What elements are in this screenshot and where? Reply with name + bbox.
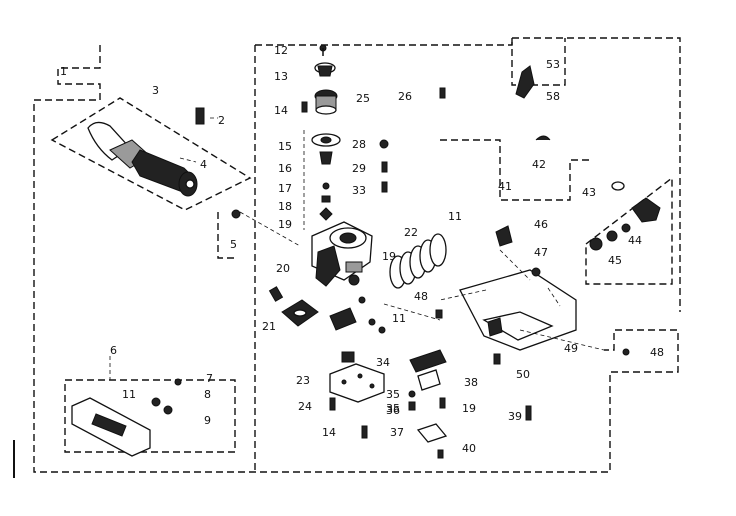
- callout-15: 15: [278, 140, 292, 153]
- callout-50: 50: [516, 368, 530, 381]
- callout-14-bottom: 14: [322, 426, 336, 439]
- callout-22: 22: [404, 226, 418, 239]
- gasket-plate-icon: [281, 299, 319, 327]
- ring-icon: [319, 182, 333, 221]
- callout-47: 47: [534, 246, 548, 259]
- callout-9: 9: [204, 414, 211, 427]
- nut-icon: [408, 390, 416, 411]
- callout-38: 38: [464, 376, 478, 389]
- screw-icon: [622, 348, 630, 356]
- valve-assembly-icon: [589, 197, 661, 251]
- callout-35-low: 35: [386, 402, 400, 415]
- callout-45: 45: [608, 254, 622, 267]
- callout-48-right: 48: [650, 346, 664, 359]
- pin-icon: [439, 397, 446, 409]
- callout-42: 42: [532, 158, 546, 171]
- callout-43: 43: [582, 186, 596, 199]
- callout-16: 16: [278, 162, 292, 175]
- clip-icon: [329, 296, 386, 334]
- screw-icon: [435, 309, 443, 319]
- nozzle-icon: [87, 121, 198, 197]
- callout-1: 1: [60, 65, 67, 78]
- callout-13: 13: [274, 70, 288, 83]
- callout-18: 18: [278, 200, 292, 213]
- callout-19-spring: 19: [382, 250, 396, 263]
- callout-29: 29: [352, 162, 366, 175]
- callout-53: 53: [546, 58, 560, 71]
- callout-33: 33: [352, 184, 366, 197]
- callout-20: 20: [276, 262, 290, 275]
- callout-28: 28: [352, 138, 366, 151]
- callout-35-mid: 35: [386, 388, 400, 401]
- callout-3: 3: [152, 84, 159, 97]
- lower-left-module-icon: [71, 378, 182, 457]
- callout-4: 4: [200, 158, 207, 171]
- callout-49: 49: [564, 342, 578, 355]
- callout-2: 2: [218, 114, 225, 127]
- frame-right-stage: [440, 139, 590, 201]
- valve-icon: [341, 351, 355, 363]
- block-icon: [329, 363, 385, 403]
- bushing-icon: [314, 89, 338, 115]
- base-chassis-icon: [459, 269, 577, 351]
- callout-19-left: 19: [278, 218, 292, 231]
- callout-5: 5: [230, 238, 237, 251]
- callout-41: 41: [498, 180, 512, 193]
- callout-12: 12: [274, 44, 288, 57]
- screw-icon: [319, 44, 327, 56]
- callout-8: 8: [204, 388, 211, 401]
- washer-icon: [231, 209, 241, 219]
- callout-19-lower: 19: [462, 402, 476, 415]
- frame-assembly-1: [33, 45, 679, 473]
- callout-21: 21: [262, 320, 276, 333]
- callout-11-right: 11: [448, 210, 462, 223]
- screw-icon: [493, 353, 501, 365]
- callout-34: 34: [376, 356, 390, 369]
- callout-46: 46: [534, 218, 548, 231]
- callout-26: 26: [398, 90, 412, 103]
- screw-icon: [329, 397, 336, 411]
- bearing-icon: [311, 133, 341, 147]
- screw-icon: [379, 87, 446, 193]
- callout-25: 25: [356, 92, 370, 105]
- callout-7: 7: [206, 372, 213, 385]
- bolt-icon: [268, 286, 284, 302]
- pin-icon: [525, 405, 532, 421]
- plate-icon: [416, 423, 448, 443]
- callout-17: 17: [278, 182, 292, 195]
- screw-icon: [437, 449, 444, 459]
- spring-icon: [319, 151, 333, 165]
- frame-nozzle-assembly: [50, 97, 252, 211]
- leader-lines: [109, 117, 605, 380]
- coil-spring-icon: [389, 233, 447, 289]
- callout-37: 37: [390, 426, 404, 439]
- pump-body-icon: [311, 221, 373, 287]
- screw-icon: [361, 425, 368, 439]
- cap-icon: [314, 62, 336, 77]
- ring-icon: [611, 181, 625, 191]
- callout-labels: 1 2 3 4 5 6 7 8 9 11 11 11 12 13 14 14 1…: [60, 44, 664, 455]
- callout-11-left: 11: [122, 388, 136, 401]
- frame-motor-bracket: [511, 38, 566, 86]
- callout-40: 40: [462, 442, 476, 455]
- pin-icon: [195, 107, 205, 125]
- callout-24: 24: [298, 400, 312, 413]
- screw-icon: [301, 101, 308, 113]
- callout-6: 6: [110, 344, 117, 357]
- frame-part-5: [217, 212, 238, 259]
- bracket-icon: [409, 349, 447, 391]
- callout-36: 36: [386, 404, 400, 417]
- clip-icon: [535, 135, 551, 141]
- callout-58: 58: [546, 90, 560, 103]
- callout-14-top: 14: [274, 104, 288, 117]
- callout-44: 44: [628, 234, 642, 247]
- callout-23: 23: [296, 374, 310, 387]
- clamp-icon: [495, 225, 541, 277]
- callout-48-center: 48: [414, 290, 428, 303]
- callout-11-center: 11: [392, 312, 406, 325]
- bracket-icon: [515, 65, 535, 99]
- callout-39: 39: [508, 410, 522, 423]
